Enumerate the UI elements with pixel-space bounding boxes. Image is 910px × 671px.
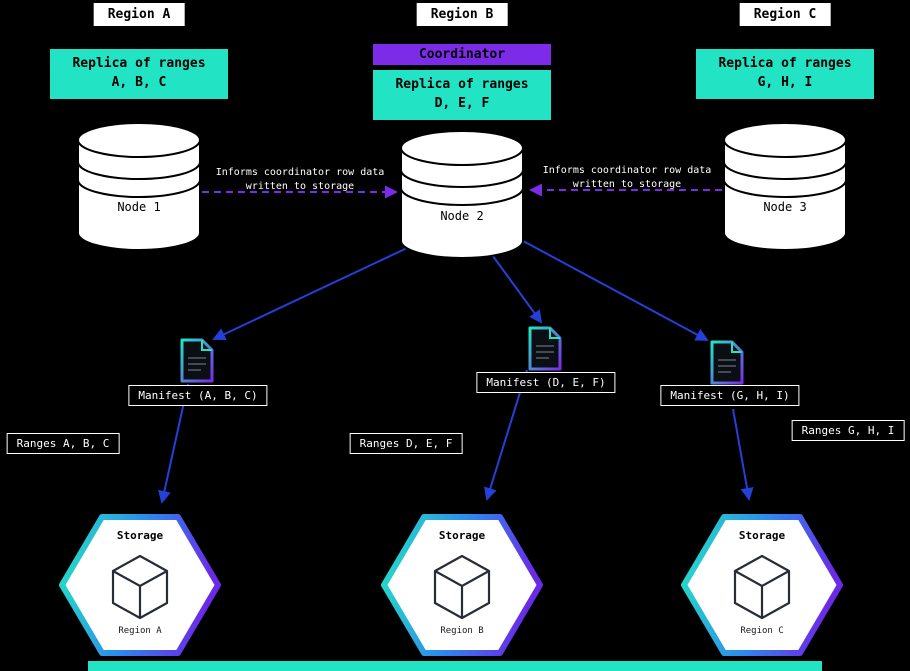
storage-b-region: Region B: [440, 626, 484, 636]
arrow-node2-to-manifest-a: [212, 239, 425, 341]
region-a-title: Region A: [93, 3, 185, 26]
storage-b-hexagon: [381, 514, 543, 656]
arrow-node2-to-manifest-b: [489, 251, 543, 324]
replica-line2: A, B, C: [111, 74, 167, 90]
node2-label: Node 2: [440, 209, 484, 223]
storage-b-title: Storage: [438, 529, 486, 542]
informs-line1: Informs coordinator row data: [542, 165, 712, 176]
manifest-b-label: Manifest (D, E, F): [476, 372, 616, 393]
arrow-node2-to-manifest-c: [511, 234, 709, 341]
informs-label-right: Informs coordinator row data written to …: [543, 164, 712, 191]
cube-icon: [733, 554, 791, 620]
storage-c-region: Region C: [740, 626, 784, 636]
informs-line2: written to storage: [572, 178, 682, 190]
node2-database-icon: [400, 130, 524, 259]
coordinator-box: Coordinator: [373, 44, 551, 65]
manifest-a-label: Manifest (A, B, C): [128, 385, 268, 406]
replica-line1: Replica of ranges: [718, 56, 852, 71]
ranges-a-label: Ranges A, B, C: [6, 433, 120, 454]
storage-c-title: Storage: [738, 529, 786, 542]
replica-line1: Replica of ranges: [72, 56, 206, 71]
region-c-replica-box: Replica of ranges G, H, I: [696, 49, 874, 99]
arrow-manifest-c-to-storage: [732, 408, 754, 501]
cube-icon: [111, 554, 169, 620]
manifest-b-icon: [528, 326, 562, 371]
replica-line2: D, E, F: [434, 95, 490, 111]
region-a-replica-box: Replica of ranges A, B, C: [50, 49, 228, 99]
informs-line1: Informs coordinator row data: [215, 167, 385, 178]
informs-line2: written to storage: [245, 180, 355, 192]
cube-icon: [433, 554, 491, 620]
storage-c-hexagon: [681, 514, 843, 656]
informs-label-left: Informs coordinator row data written to …: [216, 166, 385, 193]
storage-a-hexagon: [59, 514, 221, 656]
storage-a-title: Storage: [116, 529, 164, 542]
manifest-a-icon: [180, 338, 214, 383]
manifest-c-label: Manifest (G, H, I): [660, 385, 800, 406]
node3-label: Node 3: [763, 200, 807, 214]
node3-database-icon: [723, 122, 847, 251]
region-b-title: Region B: [416, 3, 508, 26]
manifest-c-icon: [710, 340, 744, 385]
storage-a-region: Region A: [118, 626, 162, 636]
ranges-c-label: Ranges G, H, I: [791, 420, 905, 441]
bottom-accent-bar: [88, 661, 822, 671]
replica-line1: Replica of ranges: [395, 77, 529, 92]
ranges-b-label: Ranges D, E, F: [349, 433, 463, 454]
region-b-replica-box: Replica of ranges D, E, F: [373, 70, 551, 120]
node1-database-icon: [77, 122, 201, 251]
node1-label: Node 1: [117, 200, 161, 214]
replica-line2: G, H, I: [757, 74, 813, 90]
region-c-title: Region C: [739, 3, 831, 26]
